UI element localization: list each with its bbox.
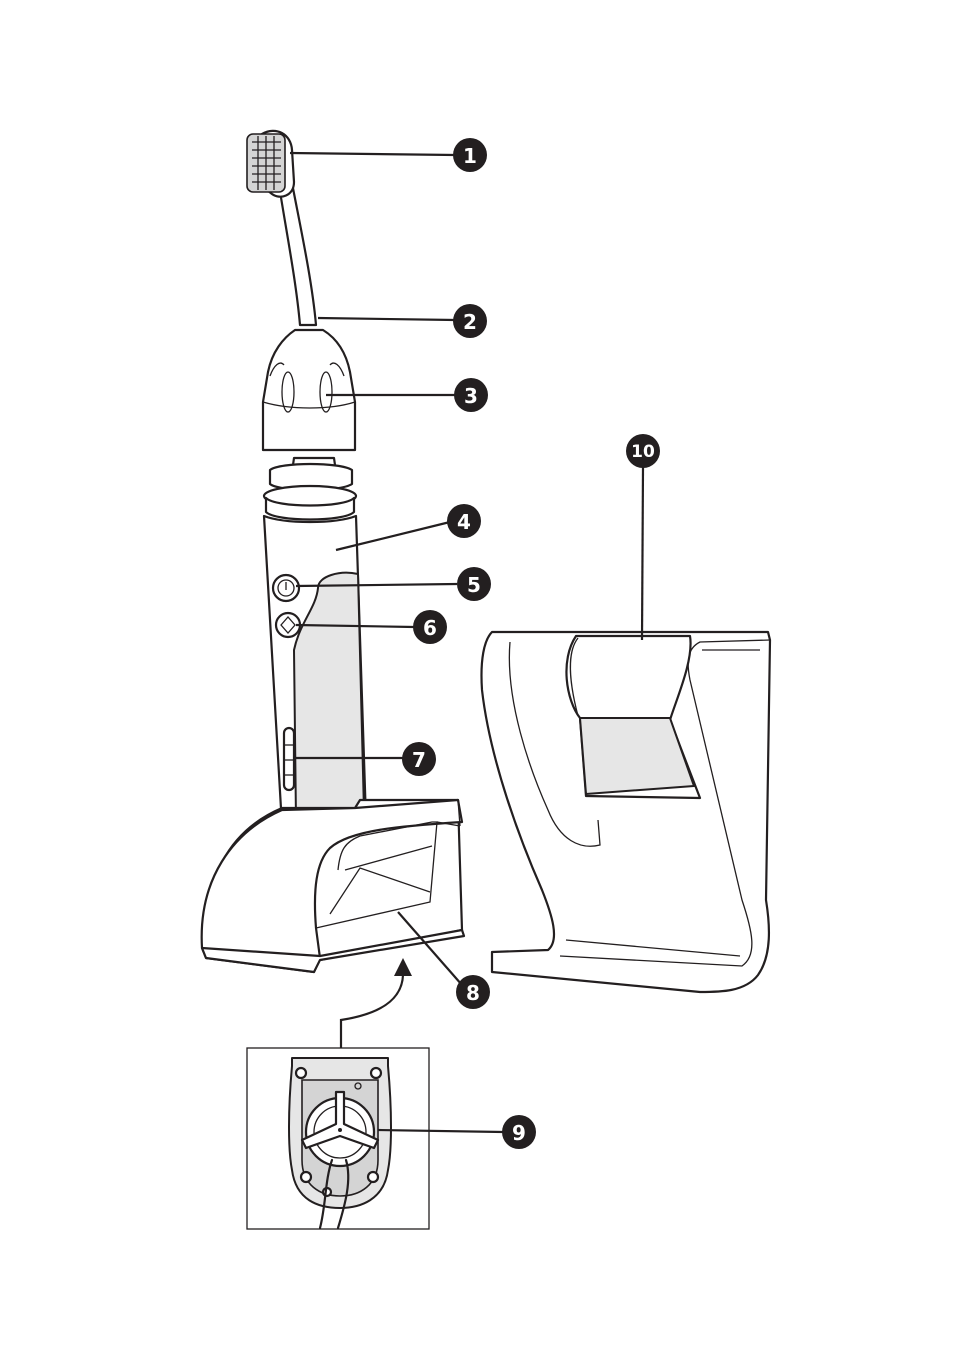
brush-stand [481,632,770,992]
connector-arrow [341,958,412,1048]
callout-label: 1 [463,144,477,168]
brush-collar [263,330,355,450]
callout-10: 10 [626,434,660,468]
callout-9: 9 [502,1115,536,1149]
callout-7: 7 [402,742,436,776]
callout-3: 3 [454,378,488,412]
handle-body [264,516,366,836]
callout-8: 8 [456,975,490,1009]
handle-connector [264,458,356,520]
callout-label: 7 [412,748,426,772]
callout-label: 6 [423,616,437,640]
brush-head [247,131,316,325]
charger-base [202,800,464,972]
callout-6: 6 [413,610,447,644]
callout-5: 5 [457,567,491,601]
callout-label: 4 [457,510,471,534]
callout-1: 1 [453,138,487,172]
callout-label: 9 [512,1121,526,1145]
callout-label: 2 [463,310,477,334]
callout-2: 2 [453,304,487,338]
callout-4: 4 [447,504,481,538]
callout-label: 3 [464,384,478,408]
callout-label: 8 [466,981,480,1005]
callout-label: 5 [467,573,481,597]
callout-label: 10 [631,442,655,462]
base-underside-inset [247,1048,429,1229]
